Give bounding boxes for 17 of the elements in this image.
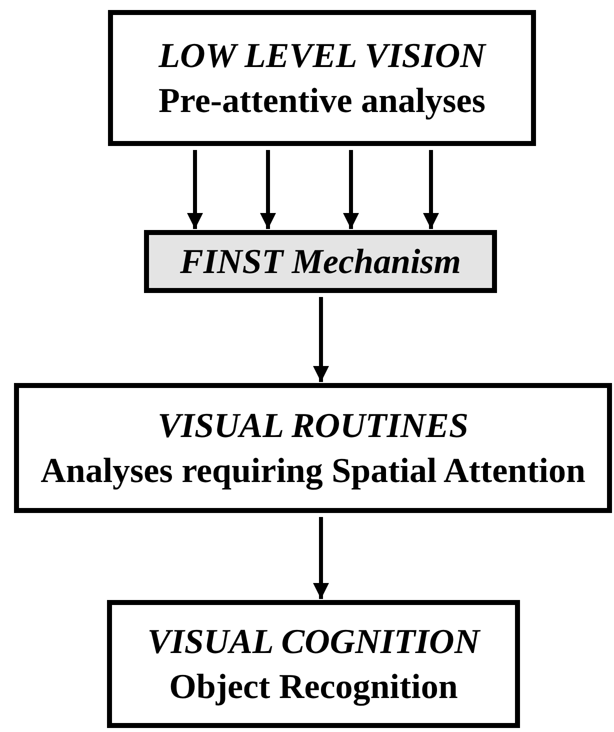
arrow	[313, 297, 329, 382]
process-box	[107, 600, 520, 728]
box-heading: VISUAL ROUTINES	[158, 408, 468, 443]
arrow	[423, 150, 439, 229]
process-box	[14, 383, 612, 513]
box-subtitle: Object Recognition	[169, 669, 458, 704]
box-heading: LOW LEVEL VISION	[158, 38, 486, 73]
process-box	[108, 10, 536, 146]
mechanism-box	[144, 230, 497, 293]
arrow	[343, 150, 359, 229]
box-heading: FINST Mechanism	[180, 244, 462, 279]
box-subtitle: Pre-attentive analyses	[158, 83, 486, 118]
arrow	[313, 517, 329, 599]
arrow	[187, 150, 203, 229]
box-subtitle: Analyses requiring Spatial Attention	[40, 453, 586, 488]
box-heading: VISUAL COGNITION	[147, 624, 480, 659]
arrow	[260, 150, 276, 229]
